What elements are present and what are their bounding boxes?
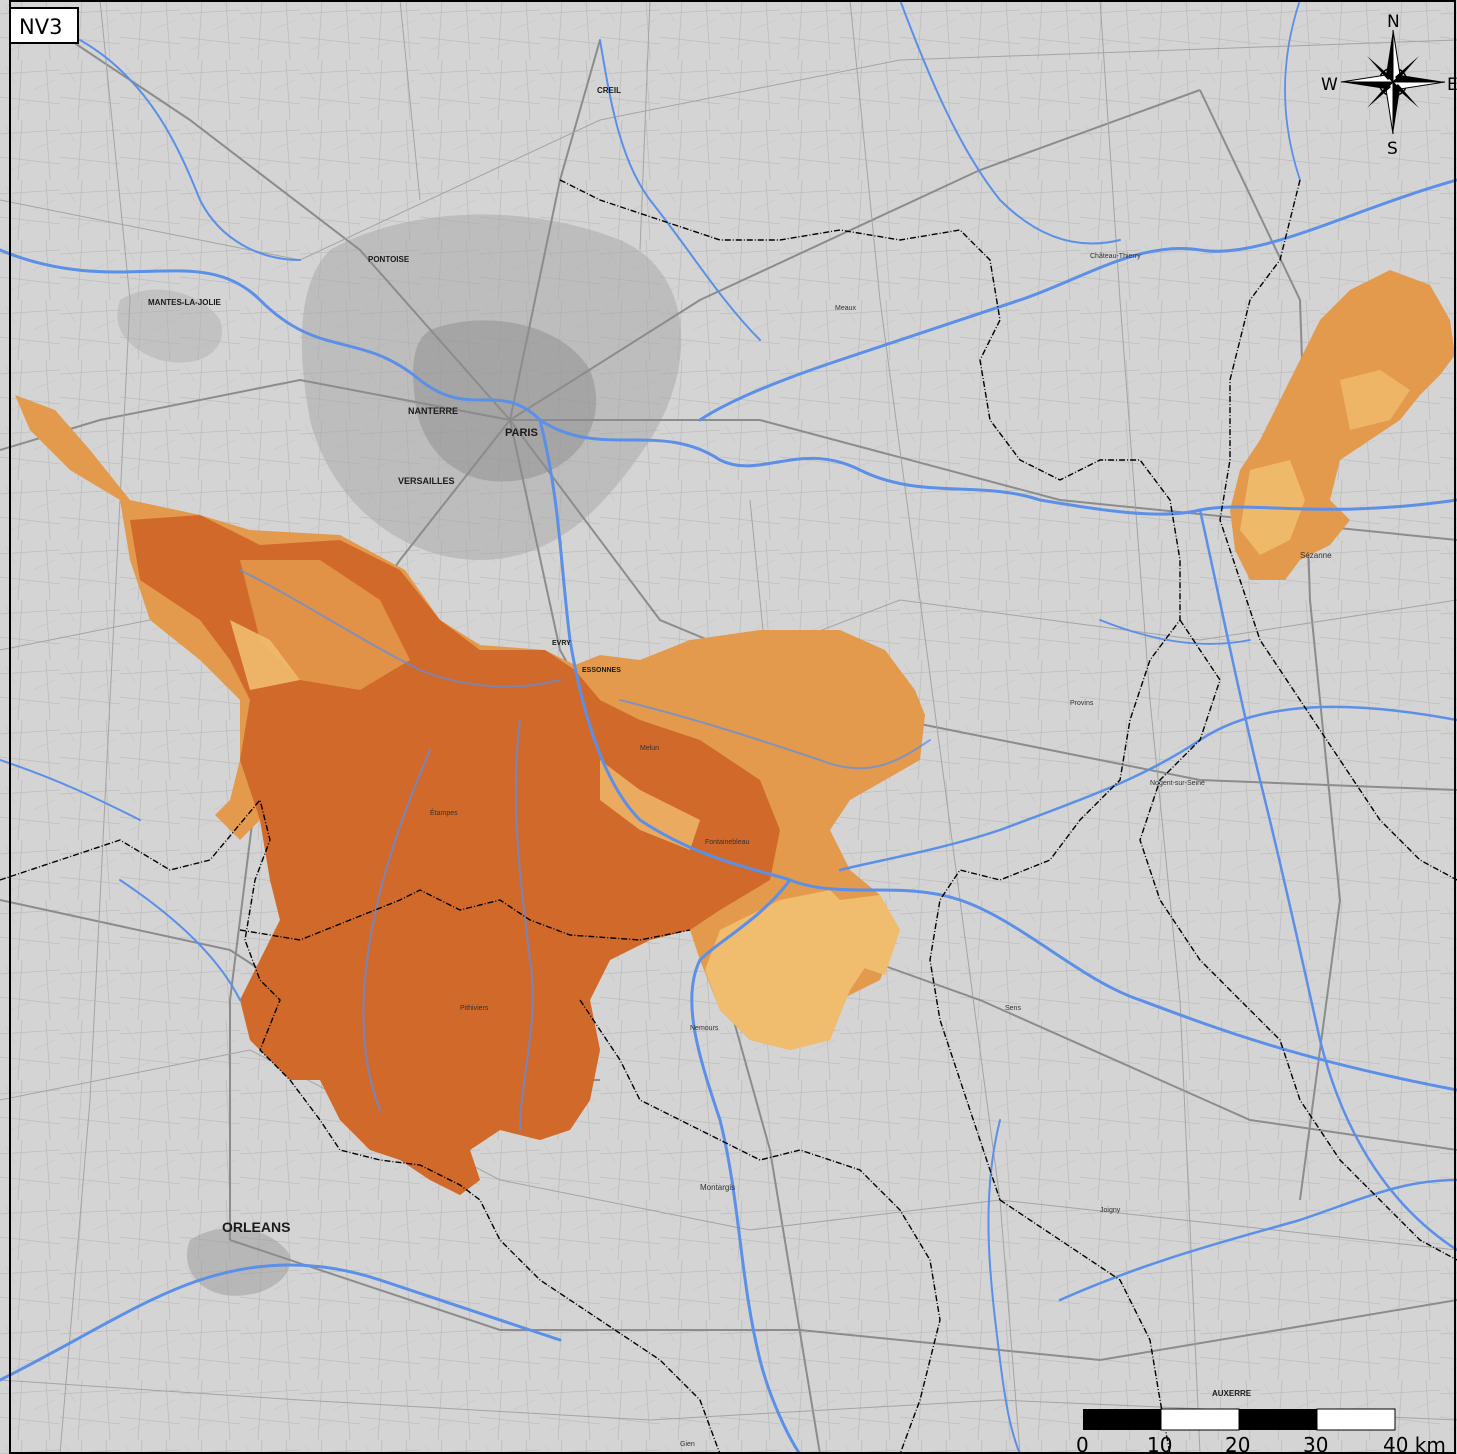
scale-tick-40: 40 km [1383, 1433, 1446, 1454]
compass-north: N [1387, 12, 1400, 32]
place-label-provins: Provins [1070, 700, 1094, 707]
scale-tick-10: 10 [1147, 1433, 1172, 1454]
place-label-meaux: Meaux [835, 305, 857, 312]
admin-boundaries [0, 179, 1457, 1454]
place-labels: PARIS ORLEANS VERSAILLES NANTERRE MANTES… [148, 86, 1332, 1448]
place-label-paris: PARIS [505, 427, 538, 439]
place-label-melun: Melun [640, 745, 659, 752]
hazard-zone-east [1230, 270, 1455, 580]
scale-bar: 0 10 20 30 40 km [1076, 1408, 1446, 1454]
compass-rose: N S E W [1321, 12, 1457, 159]
scale-tick-0: 0 [1076, 1433, 1089, 1454]
map-label-box: NV3 [9, 7, 79, 44]
place-label-essonnes: ESSONNES [582, 667, 621, 674]
scale-tick-30: 30 [1303, 1433, 1328, 1454]
place-label-versailles: VERSAILLES [398, 476, 455, 486]
scale-segment-3 [1239, 1409, 1317, 1430]
place-label-fontainebleau: Fontainebleau [705, 839, 749, 846]
place-label-orleans: ORLEANS [222, 1219, 290, 1235]
compass-east: E [1447, 75, 1457, 95]
place-label-nogent: Nogent-sur-Seine [1150, 780, 1205, 787]
compass-west: W [1321, 75, 1338, 95]
place-label-nanterre: NANTERRE [408, 406, 458, 416]
place-label-sezanne: Sézanne [1300, 551, 1332, 560]
scale-segment-1 [1083, 1409, 1161, 1430]
place-label-auxerre: AUXERRE [1212, 1389, 1252, 1398]
place-label-montargis: Montargis [700, 1183, 735, 1192]
place-label-sens: Sens [1005, 1005, 1021, 1012]
scale-segment-4 [1316, 1408, 1396, 1431]
place-label-chateau-thierry: Château-Thierry [1090, 253, 1141, 260]
place-label-joigny: Joigny [1100, 1207, 1121, 1214]
place-label-pithiviers: Pithiviers [460, 1005, 489, 1012]
scale-segment-2 [1160, 1408, 1240, 1431]
map-label-text: NV3 [19, 15, 62, 39]
place-label-pontoise: PONTOISE [368, 255, 410, 264]
hazard-zone-main [15, 395, 925, 1195]
place-label-gien: Gien [680, 1441, 695, 1448]
place-label-creil: CREIL [597, 86, 621, 95]
compass-south: S [1387, 139, 1398, 159]
map-frame [9, 0, 1456, 1454]
scale-tick-20: 20 [1225, 1433, 1250, 1454]
place-label-nemours: Nemours [690, 1025, 719, 1032]
place-label-evry: EVRY [552, 640, 571, 647]
place-label-etampes: Étampes [430, 808, 458, 817]
place-label-mantes: MANTES-LA-JOLIE [148, 298, 222, 307]
